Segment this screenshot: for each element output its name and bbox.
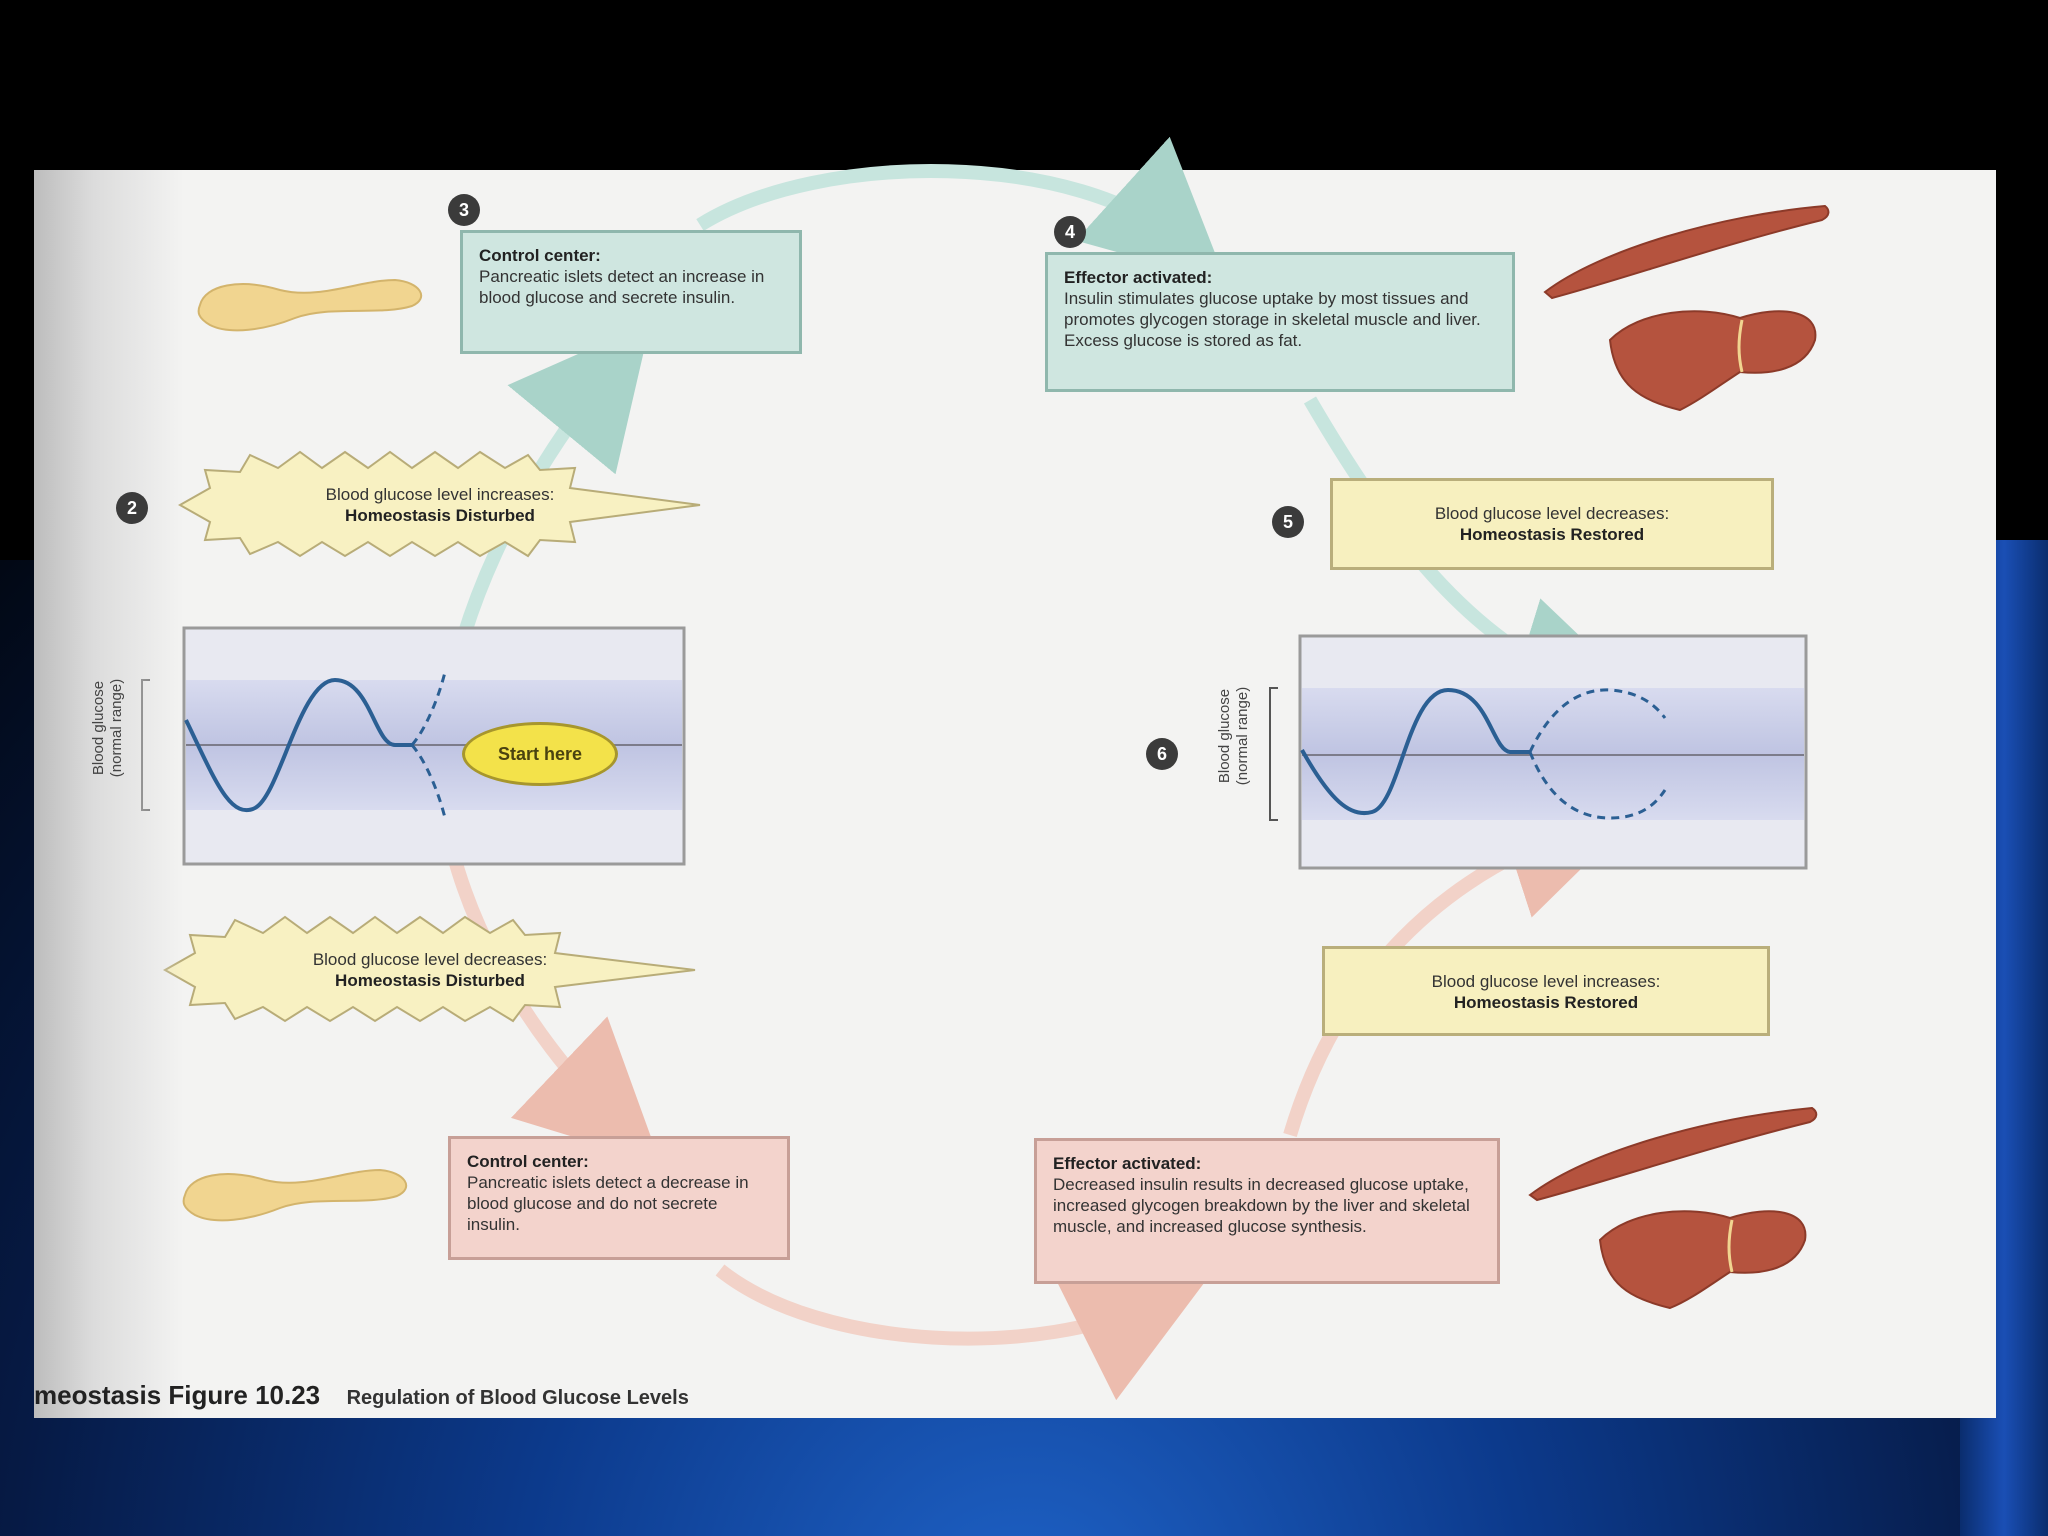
- burst-bottom-line1: Blood glucose level decreases:: [312, 950, 548, 969]
- start-here-label: Start here: [462, 722, 618, 786]
- effector-top-text: Insulin stimulates glucose uptake by mos…: [1064, 289, 1481, 350]
- arrow-control-to-effector: [696, 136, 1227, 283]
- burst-bottom-text: Blood glucose level decreases: Homeostas…: [205, 949, 655, 991]
- control-center-top-text: Pancreatic islets detect an increase in …: [479, 267, 765, 307]
- graph-right-axis-label-line1: Blood glucose: [1216, 688, 1233, 784]
- figure-caption: meostasis Figure 10.23 Regulation of Blo…: [34, 1380, 689, 1420]
- effector-bottom-box: Effector activated: Decreased insulin re…: [1034, 1138, 1500, 1284]
- graph-left-axis-label: Blood glucose (normal range): [90, 658, 126, 798]
- control-center-bottom-text: Pancreatic islets detect a decrease in b…: [467, 1173, 749, 1234]
- graph-left-axis-label-line1: Blood glucose: [90, 680, 107, 776]
- step-number-4: 4: [1054, 216, 1086, 248]
- muscle-icon-top: [1543, 204, 1830, 300]
- control-center-top-box: Control center: Pancreatic islets detect…: [460, 230, 802, 354]
- step-number-5: 5: [1272, 506, 1304, 538]
- graph-left-axis-label-line2: (normal range): [108, 678, 125, 778]
- restored-bottom-box: Blood glucose level increases: Homeostas…: [1322, 946, 1770, 1036]
- figure-caption-main: meostasis Figure 10.23: [34, 1380, 321, 1410]
- pancreas-icon-top: [197, 278, 423, 332]
- effector-bottom-title: Effector activated:: [1053, 1154, 1202, 1173]
- burst-top-text: Blood glucose level increases: Homeostas…: [220, 484, 660, 526]
- graph-right-axis-label-line2: (normal range): [1234, 686, 1251, 786]
- liver-icon-top: [1608, 310, 1817, 412]
- figure-caption-sub: Regulation of Blood Glucose Levels: [346, 1387, 689, 1409]
- step-number-3: 3: [448, 194, 480, 226]
- burst-top-shape: [177, 450, 701, 558]
- restored-top-box: Blood glucose level decreases: Homeostas…: [1330, 478, 1774, 570]
- restored-bottom-line1: Blood glucose level increases:: [1431, 972, 1661, 991]
- graph-right: [1269, 634, 1808, 870]
- muscle-icon-bottom: [1528, 1106, 1818, 1202]
- burst-bottom-shape: [162, 915, 696, 1023]
- burst-top-line2: Homeostasis Disturbed: [345, 506, 535, 525]
- burst-bottom-line2: Homeostasis Disturbed: [335, 971, 525, 990]
- step-number-1: 6: [1146, 738, 1178, 770]
- control-center-top-title: Control center:: [479, 246, 601, 265]
- step-number-2: 2: [116, 492, 148, 524]
- arrow-control-to-effector-bottom: [715, 1264, 1211, 1401]
- burst-top-line1: Blood glucose level increases:: [325, 485, 555, 504]
- curve-right: [1300, 687, 1530, 816]
- liver-icon-bottom: [1598, 1210, 1807, 1310]
- effector-top-title: Effector activated:: [1064, 268, 1213, 287]
- graph-right-axis-label: Blood glucose (normal range): [1216, 666, 1252, 806]
- restored-top-line2: Homeostasis Restored: [1459, 525, 1645, 544]
- control-center-bottom-box: Control center: Pancreatic islets detect…: [448, 1136, 790, 1260]
- effector-bottom-text: Decreased insulin results in decreased g…: [1053, 1175, 1470, 1236]
- control-center-bottom-title: Control center:: [467, 1152, 589, 1171]
- restored-top-line1: Blood glucose level decreases:: [1434, 504, 1670, 523]
- effector-top-box: Effector activated: Insulin stimulates g…: [1045, 252, 1515, 392]
- curve-left: [184, 677, 412, 812]
- pancreas-icon-bottom: [182, 1168, 408, 1222]
- restored-bottom-line2: Homeostasis Restored: [1453, 993, 1639, 1012]
